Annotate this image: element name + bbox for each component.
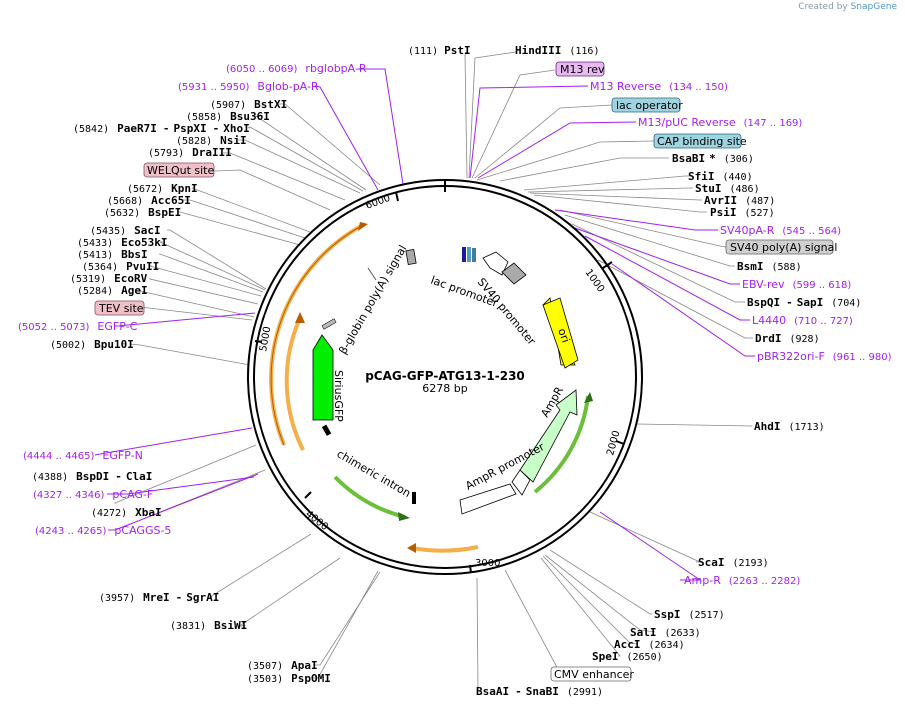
label-avrII: AvrII(487) (704, 194, 775, 207)
tick-label: 4000 (303, 509, 330, 533)
label-m13puc: M13/pUC Reverse(147 .. 169) (638, 116, 802, 129)
label-psiI: PsiI(527) (710, 206, 775, 219)
label-sacI: (5435)SacI (90, 224, 161, 237)
label-pspOMI: (3503)PspOMI (247, 672, 331, 685)
feature-label-beta-globin: β-globin poly(A) signal (336, 243, 409, 357)
backbone-outer (247, 179, 643, 575)
label-sv40-polya: SV40 poly(A) signal (730, 241, 837, 254)
label-bspDI: (4388)BspDI-ClaI (32, 470, 152, 483)
label-eco53kI: (5433)Eco53kI (77, 236, 167, 249)
label-bsiWI: (3831)BsiWI (170, 619, 247, 632)
feature-label-ori: ori (555, 327, 572, 345)
label-pvuII: (5364)PvuII (82, 260, 159, 273)
label-pcaggs5: (4243 .. 4265)pCAGGS-5 (35, 524, 171, 537)
label-scaI: ScaI(2193) (698, 556, 769, 569)
label-cmv-enhancer: CMV enhancer (554, 668, 634, 681)
label-stuI: StuI(486) (695, 182, 760, 195)
label-sspI: SspI(2517) (654, 608, 725, 621)
label-pcagf: (4327 .. 4346)pCAG-F (33, 488, 153, 501)
label-tev-site: TEV site (98, 302, 144, 315)
feature-label-siriusgfp: SiriusGFP (332, 370, 345, 422)
feature-boxes (94, 61, 834, 682)
tick-label: 3000 (475, 558, 500, 569)
label-sv40par: SV40pA-R(545 .. 564) (720, 224, 841, 237)
label-xbaI: (4272)XbaI (91, 506, 162, 519)
snapgene-credit: Created by SnapGene (798, 2, 897, 12)
feature-label-sv40-promoter: SV40 promoter (475, 276, 539, 348)
label-bsu36I: (5858)Bsu36I (186, 110, 270, 123)
label-acc65I: (5668)Acc65I (107, 194, 191, 207)
label-sfiI: SfiI(440) (688, 170, 753, 183)
label-bglobpar: (5931 .. 5950)Bglob-pA-R (178, 80, 319, 93)
tick-marks (254, 181, 625, 574)
label-draIII: (5793)DraIII (148, 146, 232, 159)
label-mreI: (3957)MreI-SgrAI (99, 591, 219, 604)
tick-label: 5000 (258, 326, 273, 353)
label-bspQI: BspQI-SapI(704) (747, 296, 861, 309)
feature-label-chimeric-intron: chimeric intron (335, 447, 413, 500)
tick-label: 1000 (583, 267, 607, 294)
label-speI: SpeI(2650) (592, 650, 663, 663)
label-bsmI: BsmI(588) (737, 260, 802, 273)
label-bspEI: (5632)BspEI (104, 206, 181, 219)
label-egfpc: (5052 .. 5073)EGFP-C (18, 320, 138, 333)
label-ampr-primer: Amp-R(2263 .. 2282) (684, 574, 800, 587)
label-nsiI: (5828)NsiI (176, 134, 247, 147)
label-bsaBI: BsaBI*(306) (672, 152, 754, 165)
label-bpu10I: (5002)Bpu10I (50, 338, 134, 351)
label-rbglobpar: (6050 .. 6069)rbglobpA-R (226, 62, 367, 75)
siriusgfp-arrow (312, 334, 334, 421)
label-apaI: (3507)ApaI (247, 659, 318, 672)
label-l4440: L4440(710 .. 727) (752, 314, 853, 327)
label-accI: AccI(2634) (614, 638, 685, 651)
label-ebvrev: EBV-rev(599 .. 618) (742, 278, 851, 291)
label-hindIII: HindIII(116) (515, 44, 599, 57)
label-bsaAI: BsaAI-SnaBI(2991) (476, 685, 603, 698)
label-ecoRV: (5319)EcoRV (70, 272, 148, 285)
label-ageI: (5284)AgeI (77, 284, 148, 297)
label-bbsI: (5413)BbsI (77, 248, 148, 261)
connector-lines (114, 51, 753, 691)
label-cap-binding-site: CAP binding site (657, 135, 747, 148)
label-kpnI: (5672)KpnI (127, 182, 198, 195)
plasmid-size: 6278 bp (422, 382, 467, 395)
label-drdI: DrdI(928) (755, 332, 820, 345)
plasmid-name: pCAG-GFP-ATG13-1-230 (365, 369, 525, 383)
ampr-arrow (519, 389, 578, 483)
label-pbr322ori: pBR322ori-F(961 .. 980) (757, 350, 892, 363)
label-welqut-site: WELQut site (147, 164, 214, 177)
label-pstI: (111)PstI (408, 44, 471, 57)
label-egfpn: (4444 .. 4465)EGFP-N (23, 449, 143, 462)
label-paeR7I: (5842)PaeR7I-PspXI-XhoI (73, 122, 250, 135)
label-salI: SalI(2633) (630, 626, 701, 639)
primer-lines (94, 68, 755, 581)
label-m13rev: M13 rev (560, 63, 605, 76)
label-m13reverse: M13 Reverse(134 .. 150) (590, 80, 728, 93)
label-lac-operator: lac operator (616, 99, 683, 112)
feature-arrows (269, 222, 593, 553)
label-bstXI: (5907)BstXI (210, 98, 287, 111)
label-ahdI: AhdI(1713) (754, 420, 825, 433)
